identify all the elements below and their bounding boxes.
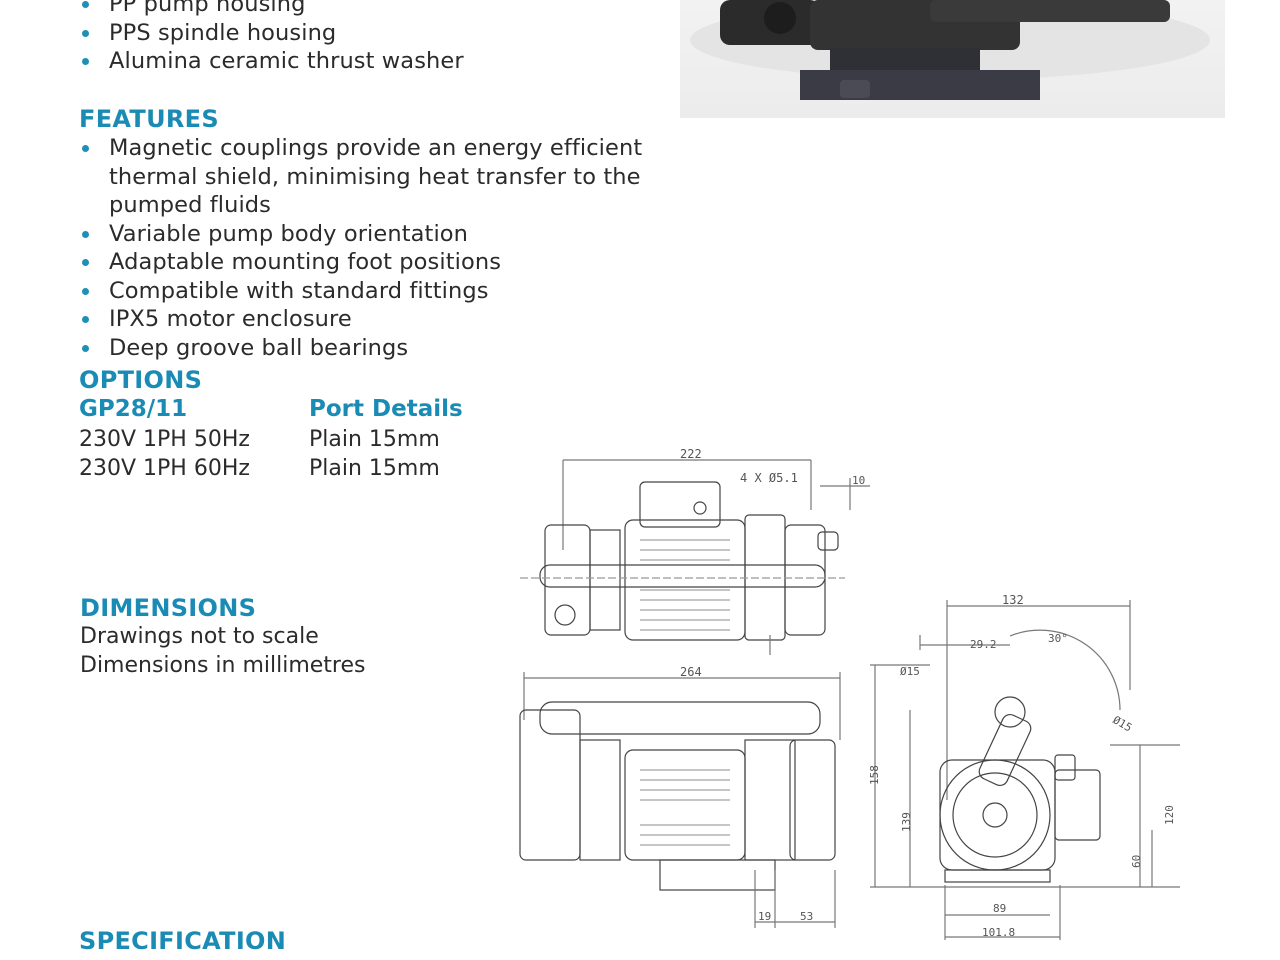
pump-photo: [680, 0, 1225, 118]
model-label: GP28/11: [79, 396, 188, 422]
voltage-option: 230V 1PH 60Hz: [79, 456, 250, 481]
dim-label: 222: [680, 447, 702, 461]
dim-label: Ø15: [900, 665, 920, 678]
dim-label: 19: [758, 910, 771, 923]
list-item: Variable pump body orientation: [79, 220, 719, 249]
dim-label: 120: [1163, 805, 1176, 825]
port-details-heading: Port Details: [309, 396, 463, 422]
dim-label: 60: [1130, 855, 1143, 868]
list-item: Compatible with standard fittings: [79, 277, 719, 306]
voltage-option: 230V 1PH 50Hz: [79, 427, 250, 452]
dimensions-heading: DIMENSIONS: [80, 594, 257, 622]
dim-label: 264: [680, 665, 702, 679]
dimensions-note: Dimensions in millimetres: [80, 653, 366, 678]
dim-label: 132: [1002, 593, 1024, 607]
dim-label: 29.2: [970, 638, 997, 651]
list-item: PPS spindle housing: [79, 19, 559, 48]
dim-label: 101.8: [982, 926, 1015, 939]
list-item: PP pump housing: [79, 0, 559, 19]
dimensions-note: Drawings not to scale: [80, 624, 319, 649]
features-heading: FEATURES: [79, 105, 219, 133]
list-item: Alumina ceramic thrust washer: [79, 47, 559, 76]
list-item: Adaptable mounting foot positions: [79, 248, 719, 277]
list-item: Magnetic couplings provide an energy eff…: [79, 134, 719, 220]
dim-label: 53: [800, 910, 813, 923]
specification-heading: SPECIFICATION: [79, 927, 287, 955]
features-list: Magnetic couplings provide an energy eff…: [79, 134, 719, 362]
technical-drawing: 222 4 X Ø5.1 10 264 19 53 132 29.2 30° Ø…: [519, 447, 1180, 940]
dim-label: 4 X Ø5.1: [740, 471, 798, 485]
options-heading: OPTIONS: [79, 366, 203, 394]
dim-label: 158: [868, 765, 881, 785]
materials-list: PP pump housing PPS spindle housing Alum…: [79, 0, 559, 76]
dim-label: 89: [993, 902, 1006, 915]
list-item: Deep groove ball bearings: [79, 334, 719, 363]
list-item: IPX5 motor enclosure: [79, 305, 719, 334]
dim-label: Ø15: [1111, 713, 1135, 734]
port-option: Plain 15mm: [309, 456, 440, 481]
dim-label: 30°: [1048, 632, 1068, 645]
dim-label: 139: [900, 812, 913, 832]
dim-label: 10: [852, 474, 865, 487]
port-option: Plain 15mm: [309, 427, 440, 452]
